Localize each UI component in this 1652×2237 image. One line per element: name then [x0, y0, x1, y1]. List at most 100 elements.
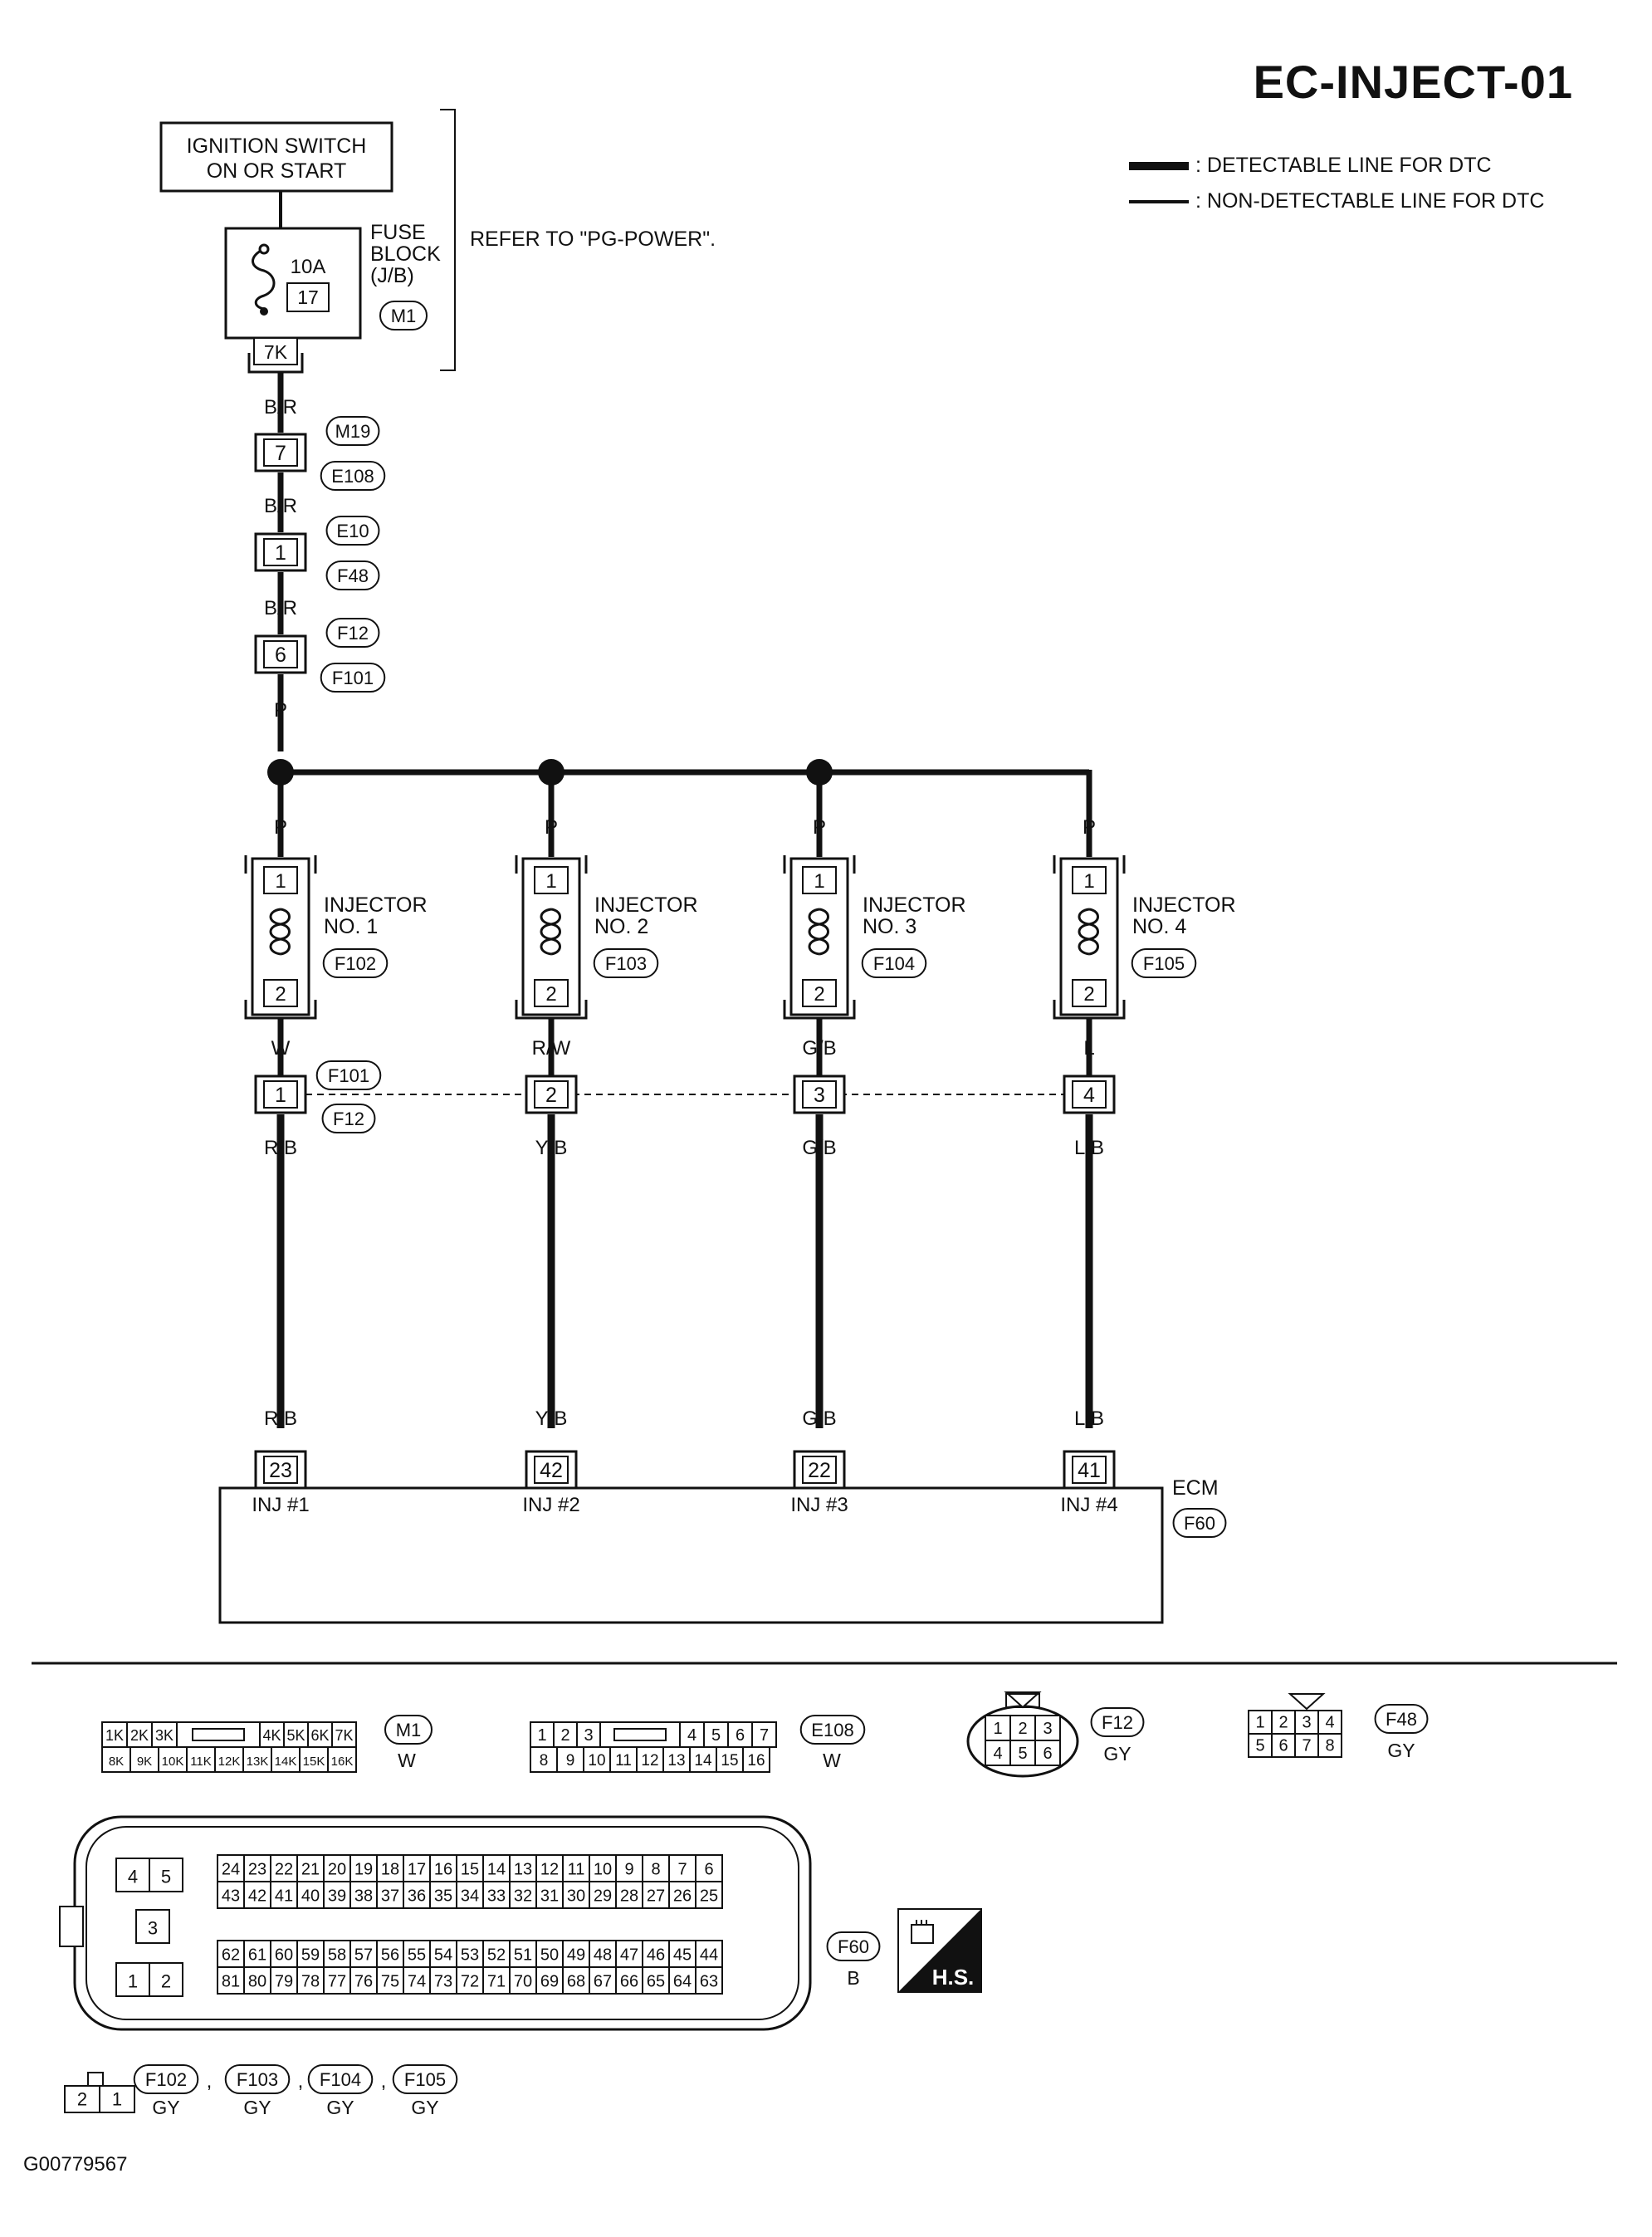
f48-row2-cell-7-label: 7 [1302, 1737, 1311, 1755]
inj-connector-2-badge [224, 2064, 291, 2094]
f60-row2-cell-31-label: 31 [540, 1887, 559, 1906]
f60-row3-cell-56-label: 56 [381, 1946, 399, 1965]
inj-connector-1-color: GY [152, 2097, 179, 2118]
e108-row2-cell-10-label: 10 [588, 1752, 605, 1770]
f60-row3-cell-44-label: 44 [700, 1946, 718, 1965]
fuse-number-box [286, 282, 330, 312]
fuse-terminal-bracket [247, 353, 304, 374]
injector-1-ecm-pin-pin [263, 1456, 298, 1484]
m1-connector-badge [384, 1715, 433, 1745]
m1-row2-cell-13K-label: 13K [247, 1755, 269, 1769]
f48-row2-cell-6-label: 6 [1278, 1737, 1288, 1755]
f60-row1-cell-20-label: 20 [328, 1861, 346, 1879]
inj-connector-1-badge [133, 2064, 199, 2094]
injector-4-joint-connector-pin [1072, 1080, 1107, 1109]
fuse-upper-terminal-icon [258, 243, 270, 255]
ecm-box [218, 1486, 1164, 1624]
f60-row4-cell-65-label: 65 [647, 1973, 665, 1991]
f60-row1-cell-10-label: 10 [594, 1861, 612, 1879]
f60-row4-cell-73 [429, 1966, 457, 1995]
f60-row1-cell-16 [429, 1854, 457, 1882]
m1-row2-cell-16K [327, 1746, 357, 1773]
injector-2-ecm-terminal-label: INJ #2 [522, 1494, 579, 1516]
injector-1-name-line1: INJECTOR [324, 893, 428, 917]
hs-connector-icon [911, 1920, 934, 1944]
supply-connector-3-pin [263, 640, 298, 668]
injector-3-supply-wire-color: P [813, 816, 826, 839]
f60-row4-cell-72-label: 72 [461, 1973, 479, 1991]
f60-row4-cell-79 [270, 1966, 298, 1995]
m1-connector-id: M1 [396, 1720, 422, 1740]
f60-row1-cell-9-label: 9 [624, 1861, 633, 1879]
legend-non-detectable: : NON-DETECTABLE LINE FOR DTC [1129, 184, 1544, 219]
f12-row1-cell-3 [1034, 1715, 1061, 1741]
f60-row3-cell-48 [589, 1940, 617, 1968]
dtc-legend: : DETECTABLE LINE FOR DTC : NON-DETECTAB… [1129, 148, 1544, 219]
injector-4-pin-bottom-number: 2 [1083, 983, 1094, 1006]
inj-connector-pins-cell-1-label: 1 [112, 2089, 122, 2110]
e108-row1b-cell-4-label: 4 [687, 1726, 696, 1745]
f60-row1-cell-16-label: 16 [434, 1861, 452, 1879]
f60-row2-cell-36 [403, 1881, 431, 1909]
m1-row1a-cell-3K [151, 1721, 178, 1748]
m1-color: W [398, 1750, 416, 1771]
m1-row1a-cell-2K-label: 2K [130, 1727, 149, 1744]
fuse-block-connector-badge [379, 301, 428, 330]
injector-2-pin-bottom-number: 2 [545, 983, 556, 1006]
injector-2-pin-bottom [534, 979, 569, 1007]
m1-row2-cell-10K-label: 10K [162, 1755, 184, 1769]
f60-small-top-cell-5 [149, 1858, 183, 1892]
supply-connector-3-top-badge [325, 618, 380, 648]
f60-row4-cell-78-label: 78 [301, 1973, 320, 1991]
refer-pg-power-text: REFER TO "PG-POWER". [470, 228, 716, 251]
m1-row2-cell-8K [101, 1746, 131, 1773]
f60-row3-cell-51-label: 51 [514, 1946, 532, 1965]
m1-row2-cell-9K-label: 9K [137, 1755, 152, 1769]
f60-row3-cell-59-label: 59 [301, 1946, 320, 1965]
f60-row1-cell-9 [615, 1854, 643, 1882]
hs-label: H.S. [932, 1965, 975, 1990]
f60-housing-inner [86, 1826, 799, 2020]
f60-row4-cell-74-label: 74 [408, 1973, 426, 1991]
f12-row2-cell-6 [1034, 1740, 1061, 1766]
injector-3-pin-top-number: 1 [814, 870, 824, 893]
m1-row1b-cell-7K-label: 7K [335, 1727, 353, 1744]
injector-1-output-wire-color: W [271, 1037, 291, 1060]
m1-row1a-cell-3K-label: 3K [155, 1727, 174, 1744]
f60-row1-cell-24-label: 24 [222, 1861, 240, 1879]
injector-4-connector-badge [1131, 948, 1197, 978]
injector-1-connector-badge [322, 948, 389, 978]
injector-3-output-wire-color: G/B [802, 1037, 836, 1060]
inj-connector-1-id: F102 [145, 2069, 187, 2090]
f48-row1-cell-3-label: 3 [1302, 1714, 1311, 1732]
injector-3-coil-icon-back [819, 908, 829, 956]
e108-row2-cell-16-label: 16 [747, 1752, 765, 1770]
inj-connector-separator-2: , [298, 2070, 304, 2093]
inj-connector-pins-cell-1 [99, 2085, 135, 2113]
f60-row4-cell-80 [243, 1966, 271, 1995]
f60-row3-cell-54 [429, 1940, 457, 1968]
e108-row2-cell-10 [583, 1746, 611, 1773]
f60-row4-cell-76-label: 76 [354, 1973, 373, 1991]
splice-dot-2 [538, 759, 565, 786]
e108-row2-cell-13-label: 13 [667, 1752, 685, 1770]
f60-row2-cell-30-label: 30 [567, 1887, 585, 1906]
f12-row1-cell-1 [985, 1715, 1011, 1741]
f60-small-bottom-cell-1-label: 1 [128, 1971, 138, 1992]
supply-connector-2-top-id: E10 [336, 521, 369, 541]
fuse-terminal-label: 7K [264, 341, 288, 363]
f60-row4-cell-65 [642, 1966, 670, 1995]
f48-row1-cell-1-label: 1 [1255, 1714, 1264, 1732]
e108-row2-cell-12-label: 12 [641, 1752, 658, 1770]
f60-row4-cell-72 [456, 1966, 484, 1995]
f60-row1-cell-23 [243, 1854, 271, 1882]
injector-1-supply-wire-color: P [274, 816, 287, 839]
supply-wire-color-2: B/R [264, 495, 297, 517]
inj-connector-3-badge [307, 2064, 374, 2094]
injector-1-name-line2: NO. 1 [324, 915, 378, 938]
f12-row1-cell-3-label: 3 [1043, 1720, 1052, 1738]
f60-connector-badge [826, 1931, 881, 1961]
f12-row1-cell-2-label: 2 [1018, 1720, 1027, 1738]
